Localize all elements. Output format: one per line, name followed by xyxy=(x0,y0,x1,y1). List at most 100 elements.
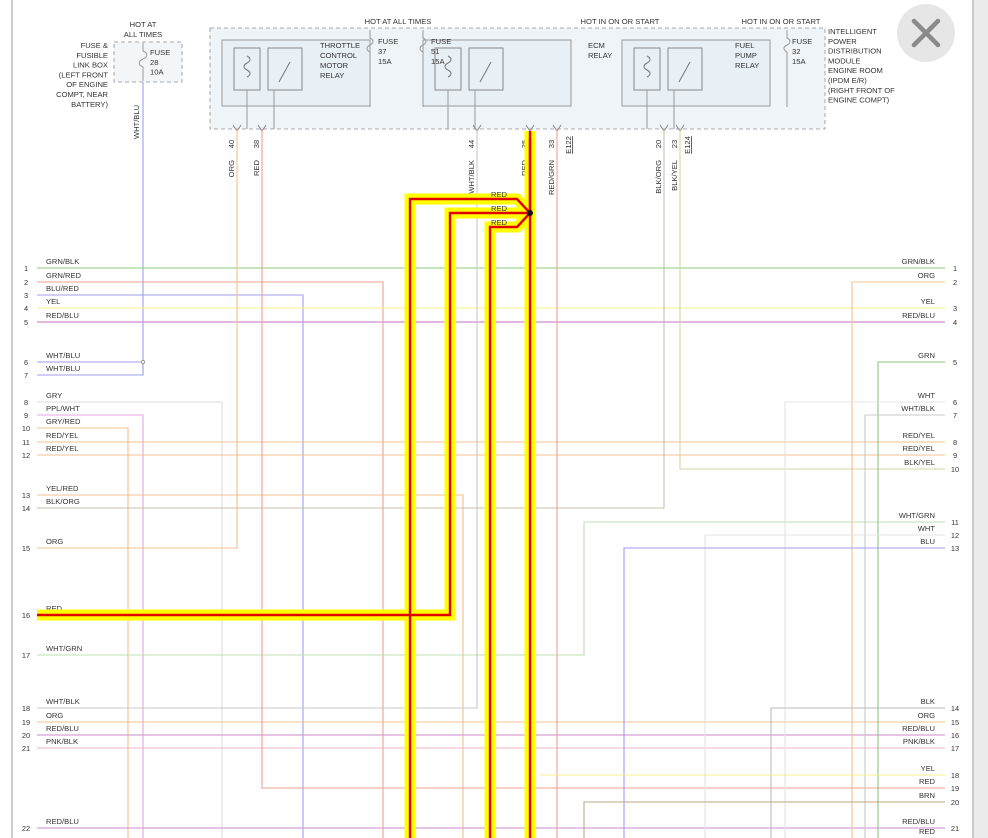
right-pin-wire-label: BLK xyxy=(921,697,935,706)
viewer-scrollbar[interactable] xyxy=(974,0,988,838)
ipdm-pin-number: 33 xyxy=(547,140,556,148)
ipdm-pin-number: 40 xyxy=(227,140,236,148)
relay-coil-symbol xyxy=(243,55,251,78)
right-pin-number: 16 xyxy=(951,731,959,740)
fuse-28-symbol xyxy=(138,43,148,81)
wire-grn-red xyxy=(37,281,384,838)
left-pin-number: 11 xyxy=(22,438,30,447)
fuse-link-box-label: BATTERY) xyxy=(71,100,108,109)
fuse-link-box xyxy=(113,41,183,83)
ipdm-label: ENGINE ROOM xyxy=(828,66,883,75)
fuse-link-box-label: LINK BOX xyxy=(73,61,108,70)
right-pin-wire-label: RED xyxy=(919,827,936,836)
wire-wht-right xyxy=(784,401,945,838)
relay-fuse-symbol xyxy=(783,30,791,107)
left-pin-wire-label: RED/BLU xyxy=(46,817,79,826)
left-pin-wire-label: YEL/RED xyxy=(46,484,79,493)
left-pin-wire-label: GRN/RED xyxy=(46,271,82,280)
highlight-glow xyxy=(37,207,530,621)
right-pin-number: 14 xyxy=(951,704,959,713)
splice-dot xyxy=(140,359,146,365)
wire-gry xyxy=(37,401,223,838)
relay-fuse-label: 15A xyxy=(431,57,445,66)
ipdm-pin-wire-label: ORG xyxy=(227,160,236,177)
right-pin-number: 15 xyxy=(951,718,959,727)
right-pin-number: 12 xyxy=(951,531,959,540)
right-pin-wire-label: ORG xyxy=(918,711,935,720)
left-pin-wire-label: RED/BLU xyxy=(46,724,79,733)
close-x-icon xyxy=(911,18,941,48)
right-pin-wire-label: GRN xyxy=(918,351,935,360)
relay-fuse-label: 51 xyxy=(431,47,439,56)
ipdm-label: INTELLIGENT xyxy=(828,27,877,36)
right-pin-number: 20 xyxy=(951,798,959,807)
left-pin-wire-label: BLU/RED xyxy=(46,284,79,293)
hot-at-all-times-label: ALL TIMES xyxy=(124,30,162,39)
wire-wht-right xyxy=(704,534,945,838)
connector-e124-label: E124 xyxy=(683,136,692,154)
ipdm-pin-wire-label: BLK/YEL xyxy=(670,160,679,191)
left-pin-number: 10 xyxy=(22,424,30,433)
splice-wire-label: RED xyxy=(491,218,508,227)
ipdm-pin-number: 20 xyxy=(654,140,663,148)
left-pin-number: 14 xyxy=(22,504,30,513)
right-pin-number: 18 xyxy=(951,771,959,780)
highlighted-red-wire xyxy=(37,211,530,617)
wire-wht-blk xyxy=(37,129,478,709)
fuse-link-box-label: FUSIBLE xyxy=(76,51,108,60)
right-pin-wire-label: RED/BLU xyxy=(902,724,935,733)
left-pin-number: 5 xyxy=(24,318,28,327)
close-button[interactable] xyxy=(897,4,955,62)
ipdm-label: (IPDM E/R) xyxy=(828,76,867,85)
splice-junction xyxy=(527,210,533,216)
relay-label: CONTROL xyxy=(320,51,357,60)
fuse-link-box-label: OF ENGINE xyxy=(66,80,108,89)
relay-label: FUEL xyxy=(735,41,754,50)
right-pin-number: 7 xyxy=(953,411,957,420)
relay-frame xyxy=(422,39,572,107)
relay-fuse-label: 15A xyxy=(378,57,392,66)
wire-blk-org xyxy=(37,129,665,509)
relay-fuse-symbol xyxy=(366,30,374,107)
hot-at-all-times-label: HOT AT xyxy=(130,20,157,29)
ipdm-pin-wire-label: RED/GRN xyxy=(547,160,556,195)
right-pin-number: 10 xyxy=(951,465,959,474)
left-pin-wire-label: RED/YEL xyxy=(46,431,79,440)
left-pin-wire-label: ORG xyxy=(46,711,63,720)
right-pin-wire-label: RED/BLU xyxy=(902,817,935,826)
left-pin-wire-label: RED xyxy=(46,604,63,613)
relay-label: PUMP xyxy=(735,51,757,60)
relay-switch-symbol xyxy=(678,61,691,83)
left-pin-wire-label: GRN/BLK xyxy=(46,257,79,266)
left-pin-number: 21 xyxy=(22,744,30,753)
right-pin-wire-label: BRN xyxy=(919,791,935,800)
fuse-wire-label: WHT/BLU xyxy=(132,105,141,139)
ipdm-pin-wire-label: WHT/BLK xyxy=(467,160,476,194)
relay-label: MOTOR xyxy=(320,61,349,70)
relay-label: ECM xyxy=(588,41,605,50)
right-pin-number: 21 xyxy=(951,824,959,833)
relay-label: RELAY xyxy=(588,51,612,60)
splice-wire-label: RED xyxy=(491,190,508,199)
highlight-glow xyxy=(484,209,535,838)
left-pin-wire-label: WHT/BLU xyxy=(46,351,80,360)
wire-ppl-wht xyxy=(37,414,144,838)
relay-fuse-symbol xyxy=(419,30,427,107)
relay-contact-box xyxy=(468,47,504,91)
ipdm-pin-number: 38 xyxy=(252,140,261,148)
left-pin-number: 6 xyxy=(24,358,28,367)
right-pin-number: 1 xyxy=(953,264,957,273)
right-pin-wire-label: WHT/BLK xyxy=(901,404,935,413)
right-pin-number: 3 xyxy=(953,304,957,313)
right-pin-wire-label: ORG xyxy=(918,271,935,280)
relay-label: RELAY xyxy=(320,71,344,80)
wire-blu-right xyxy=(623,547,945,838)
right-pin-wire-label: RED/YEL xyxy=(903,444,936,453)
left-pin-number: 16 xyxy=(22,611,30,620)
left-pin-number: 13 xyxy=(22,491,30,500)
relay-switch-symbol xyxy=(479,61,492,83)
right-pin-number: 19 xyxy=(951,784,959,793)
wire-org-right xyxy=(851,281,945,838)
left-pin-number: 7 xyxy=(24,371,28,380)
left-pin-number: 12 xyxy=(22,451,30,460)
